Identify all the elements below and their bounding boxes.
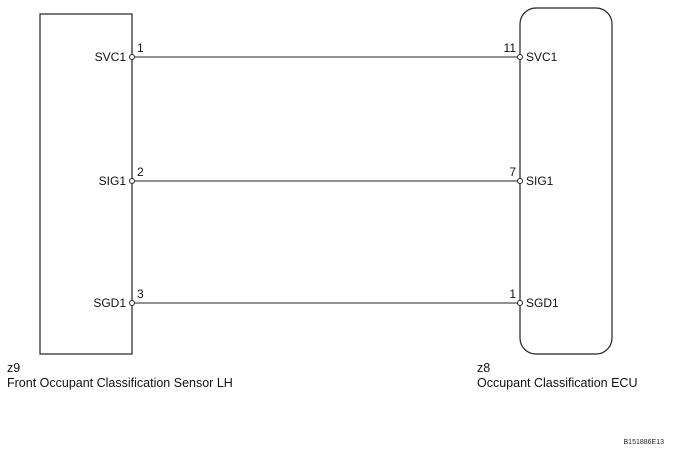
left-component-name: Front Occupant Classification Sensor LH bbox=[7, 376, 233, 390]
right-pin-label: SVC1 bbox=[526, 50, 558, 64]
terminal-left-1 bbox=[129, 54, 135, 60]
right-pin-label: SIG1 bbox=[526, 174, 554, 188]
terminal-right-1 bbox=[517, 300, 523, 306]
left-pin-number: 2 bbox=[137, 165, 144, 179]
terminal-right-11 bbox=[517, 54, 523, 60]
right-component-name: Occupant Classification ECU bbox=[477, 376, 637, 390]
left-pin-number: 1 bbox=[137, 41, 144, 55]
right-pin-label: SGD1 bbox=[526, 296, 559, 310]
terminal-right-7 bbox=[517, 178, 523, 184]
right-pin-number: 11 bbox=[504, 41, 517, 55]
terminal-left-3 bbox=[129, 300, 135, 306]
figure-code: B151886E13 bbox=[624, 439, 665, 446]
terminal-left-2 bbox=[129, 178, 135, 184]
right-pin-number: 1 bbox=[509, 287, 516, 301]
left-component-code: z9 bbox=[7, 361, 20, 375]
right-component-code: z8 bbox=[477, 361, 490, 375]
left-pin-label: SVC1 bbox=[95, 50, 127, 64]
left-pin-number: 3 bbox=[137, 287, 144, 301]
right-pin-number: 7 bbox=[509, 165, 516, 179]
left-pin-label: SGD1 bbox=[93, 296, 126, 310]
left-pin-label: SIG1 bbox=[99, 174, 127, 188]
